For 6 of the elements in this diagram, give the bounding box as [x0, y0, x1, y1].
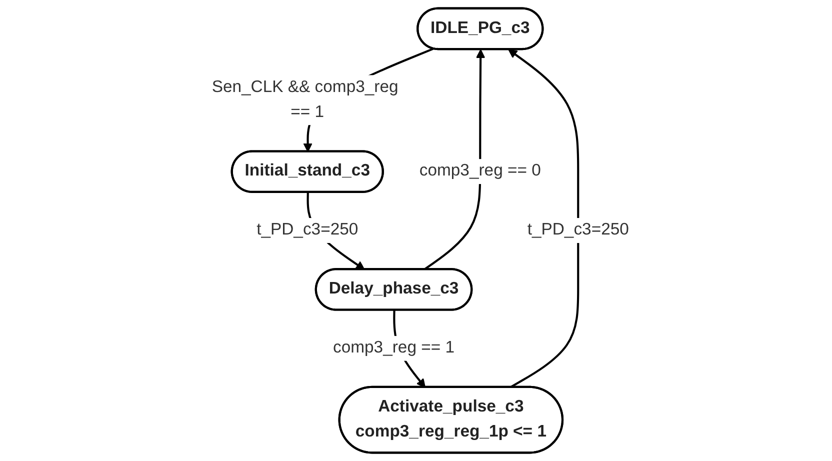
- edge-label: t_PD_c3=250: [256, 221, 358, 239]
- edge-label: t_PD_c3=250: [527, 221, 629, 239]
- edge-label: comp3_reg == 0: [419, 162, 541, 180]
- edge-label: comp3_reg == 1: [332, 338, 455, 357]
- edge-label: Sen_CLK && comp3_reg == 1: [212, 78, 398, 121]
- arrow: [424, 49, 486, 270]
